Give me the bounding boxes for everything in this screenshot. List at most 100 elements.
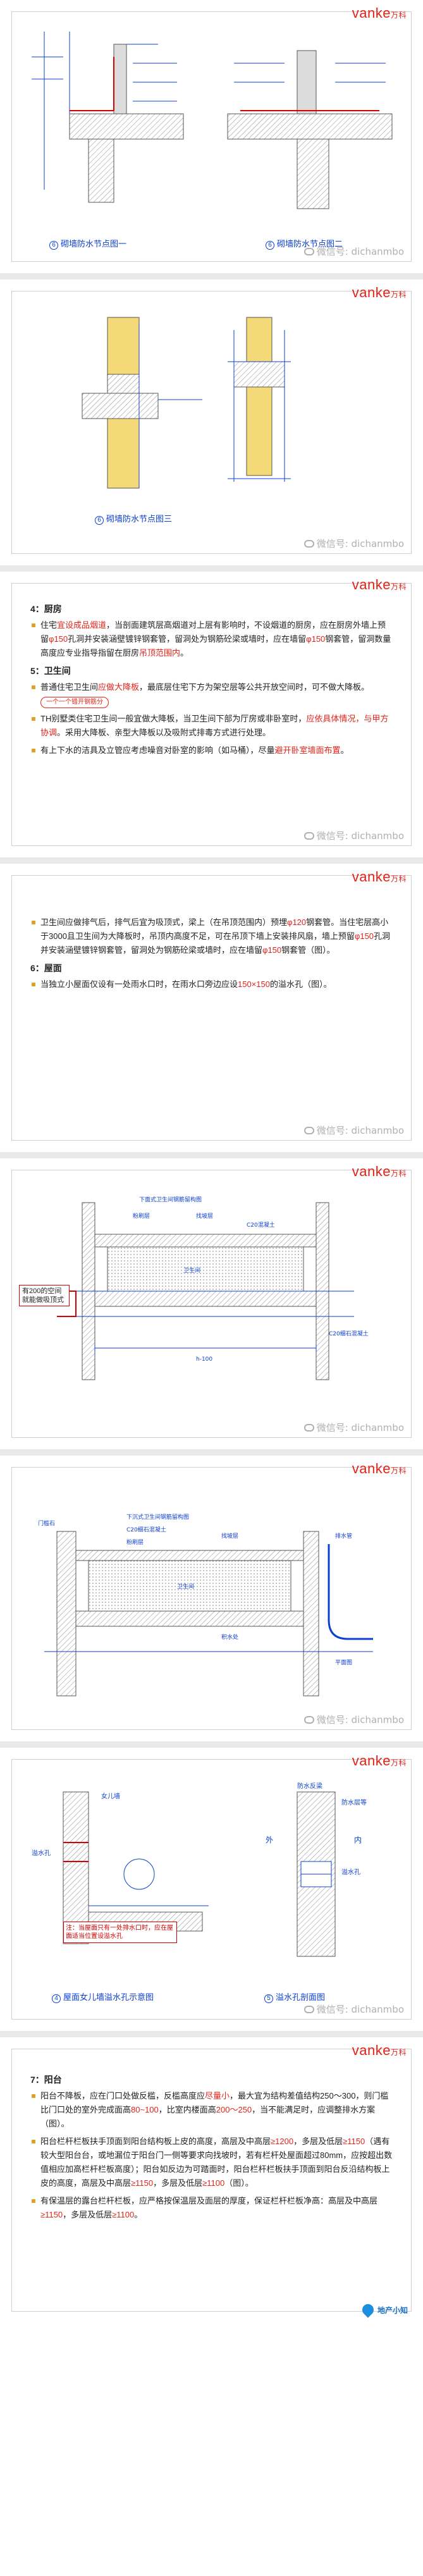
slide-frame: [11, 583, 412, 846]
section-heading-balcony: 7：阳台: [30, 2075, 62, 2085]
balcony-bullet: 有保温层的露台栏杆栏板，应严格按保温层及面层的厚度，保证栏杆栏板净高：高层及中高…: [30, 2194, 393, 2222]
cad-drawing-parapet-overflow: 女儿墙 溢水孔: [32, 1791, 209, 1944]
document-page: vanke万科: [0, 0, 423, 2323]
cad-label: C20混凝土: [247, 1221, 275, 1229]
cad-label: 防水层等: [341, 1798, 367, 1806]
wechat-icon: [303, 1424, 314, 1432]
cad-label: 平面图: [335, 1659, 352, 1666]
cad-label: 下沉式卫生间钢筋留构图: [126, 1513, 189, 1521]
figure-number-badge: 6: [49, 241, 58, 250]
balcony-bullet: 阳台栏杆栏板扶手顶面到阳台结构板上皮的高度，高层及中高层≥1200，多层及低层≥…: [30, 2135, 393, 2190]
slide-frame: [11, 291, 412, 554]
wechat-icon: [303, 832, 314, 840]
wechat-watermark: 微信号: dichanmbo: [303, 829, 404, 842]
brand-logo: vanke万科: [352, 2042, 407, 2058]
balcony-bullet: 阳台不降板，应在门口处做反槛，反槛高度应尽量小，最大宜为结构差值结构250～30…: [30, 2089, 393, 2131]
handwritten-callout: 一个一个错开钢筋分: [40, 697, 109, 708]
slide-frame: [11, 1759, 412, 2020]
cad-drawing-node-2: [227, 50, 393, 209]
exhaust-roof-text: 卫生间应做排气后，排气后宜为吸顶式，梁上（在吊顶范围内）预埋φ120钢套管。当住…: [30, 914, 393, 995]
droplet-icon: [360, 2302, 376, 2318]
wechat-icon: [303, 2006, 314, 2013]
wechat-watermark: 微信号: dichanmbo: [303, 1124, 404, 1137]
cad-label: 门槛石: [38, 1519, 55, 1527]
brand-logo: vanke万科: [352, 577, 407, 592]
slide-exhaust-roof: vanke万科 卫生间应做排气后，排气后宜为吸顶式，梁上（在吊顶范围内）预埋φ1…: [0, 864, 423, 1158]
section-heading-kitchen: 4：厨房: [30, 604, 62, 614]
brand-logo: vanke万科: [352, 285, 407, 300]
figure-number-badge: 6: [95, 516, 104, 525]
slide-overflow-hole: vanke万科 女儿墙 溢水孔 注：当屋面只有一处排水口时，应在屋面适当位置设溢…: [0, 1748, 423, 2037]
slide-frame: [11, 1170, 412, 1438]
wechat-icon: [303, 1127, 314, 1134]
cad-drawing-bathroom-detail: 门槛石 下沉式卫生间钢筋留构图 C20细石混凝土 粉刷层 找坡层 卫生间 积水处…: [38, 1513, 373, 1696]
slide-frame: [11, 1467, 412, 1730]
wechat-watermark: 微信号: dichanmbo: [303, 1421, 404, 1434]
site-logo: 地产小知: [360, 2302, 408, 2318]
cad-label: h-100: [196, 1356, 212, 1363]
cad-label: 溢水孔: [32, 1849, 51, 1857]
cad-label: 女儿墙: [101, 1792, 120, 1800]
brand-logo: vanke万科: [352, 869, 407, 885]
wechat-watermark: 微信号: dichanmbo: [303, 537, 404, 550]
slide-sunken-bathroom-detail: vanke万科 门槛石 下沉式卫生间钢筋留构图 C20细石混凝土 粉刷层 找坡: [0, 1456, 423, 1748]
cad-drawing-overflow-section: 防水反梁 外 内 防水层等 溢水孔: [266, 1782, 367, 1957]
slide-waterproof-nodes-1: vanke万科: [0, 0, 423, 279]
brand-logo: vanke万科: [352, 5, 407, 21]
brand-logo: vanke万科: [352, 1753, 407, 1769]
red-note-box: 注：当屋面只有一处排水口时，应在屋面适当位置设溢水孔: [63, 1922, 177, 1943]
wechat-watermark: 微信号: dichanmbo: [303, 245, 404, 258]
cad-label: 防水反梁: [297, 1782, 322, 1790]
wechat-icon: [303, 248, 314, 255]
red-callout-note: 有200的空间就能做吸顶式: [19, 1285, 70, 1306]
bath-bullet: 普通住宅卫生间应做大降板，最底层住宅下方为架空层等公共开放空间时，可不做大降板。…: [30, 680, 393, 708]
cad-drawing-node-1: [32, 32, 184, 203]
cad-label: 溢水孔: [341, 1868, 360, 1876]
section-heading-bathroom: 5：卫生间: [30, 666, 71, 676]
cad-label: C20细石混凝土: [329, 1330, 369, 1337]
balcony-text: 7：阳台 阳台不降板，应在门口处做反槛，反槛高度应尽量小，最大宜为结构差值结构2…: [30, 2073, 393, 2226]
cad-label: 积水处: [221, 1633, 238, 1641]
bath-bullet: 有上下水的洁具及立管应考虑噪音对卧室的影响（如马桶），尽量避开卧室墙面布置。: [30, 744, 393, 757]
brand-logo: vanke万科: [352, 1163, 407, 1179]
wechat-watermark: 微信号: dichanmbo: [303, 1713, 404, 1726]
cad-label: 找坡层: [221, 1532, 238, 1540]
brand-logo: vanke万科: [352, 1461, 407, 1476]
cad-label: C20细石混凝土: [126, 1526, 166, 1533]
slide-frame: [11, 2049, 412, 2312]
wechat-icon: [303, 540, 314, 548]
wechat-icon: [303, 1716, 314, 1724]
cad-label: 排水管: [335, 1532, 352, 1540]
slide-frame: [11, 875, 412, 1141]
cad-label: 内: [354, 1836, 362, 1844]
roof-bullet: 当独立小屋面仅设有一处雨水口时，在雨水口旁边应设150×150的溢水孔（图）。: [30, 978, 393, 991]
figure-number-badge: 4: [52, 1994, 61, 2003]
cad-label: 找坡层: [196, 1212, 213, 1220]
cad-label: 粉刷层: [126, 1538, 144, 1546]
bath-bullet: TH别墅类住宅卫生间一般宜做大降板，当卫生间下部为厅房或非卧室时，应依具体情况，…: [30, 712, 393, 740]
figure-number-badge: 6: [266, 241, 274, 250]
section-heading-roof: 6：屋面: [30, 963, 62, 973]
slide-kitchen-bathroom: vanke万科 4：厨房 住宅宜设成品烟道，当剖面建筑层高烟道对上层有影响时，不…: [0, 572, 423, 864]
cad-drawing-node-3: [82, 317, 291, 489]
cad-label: 粉刷层: [133, 1212, 150, 1220]
cad-drawing-sunken-bathroom: 下面式卫生间钢筋留构图 C20混凝土 卫生间 粉刷层 找坡层 h-100 C20…: [57, 1196, 369, 1380]
slide-frame: [11, 11, 412, 262]
figure-number-badge: 5: [264, 1994, 273, 2003]
kitchen-bathroom-text: 4：厨房 住宅宜设成品烟道，当剖面建筑层高烟道对上层有影响时，不设烟道的厨房，应…: [30, 602, 393, 761]
cad-label: 卫生间: [177, 1583, 194, 1590]
slide-sunken-bathroom-section: vanke万科 下面式卫生间钢筋留构图 C20混凝土 卫生间: [0, 1158, 423, 1456]
kitchen-bullet: 住宅宜设成品烟道，当剖面建筑层高烟道对上层有影响时，不设烟道的厨房，应在厨房外墙…: [30, 618, 393, 660]
exhaust-bullet: 卫生间应做排气后，排气后宜为吸顶式，梁上（在吊顶范围内）预埋φ120钢套管。当住…: [30, 916, 393, 957]
wechat-watermark: 微信号: dichanmbo: [303, 2003, 404, 2016]
cad-label: 外: [266, 1836, 273, 1844]
cad-label: 下面式卫生间钢筋留构图: [139, 1196, 202, 1203]
slide-balcony: vanke万科 7：阳台 阳台不降板，应在门口处做反槛，反槛高度应尽量小，最大宜…: [0, 2037, 423, 2323]
cad-label: 卫生间: [183, 1267, 200, 1274]
